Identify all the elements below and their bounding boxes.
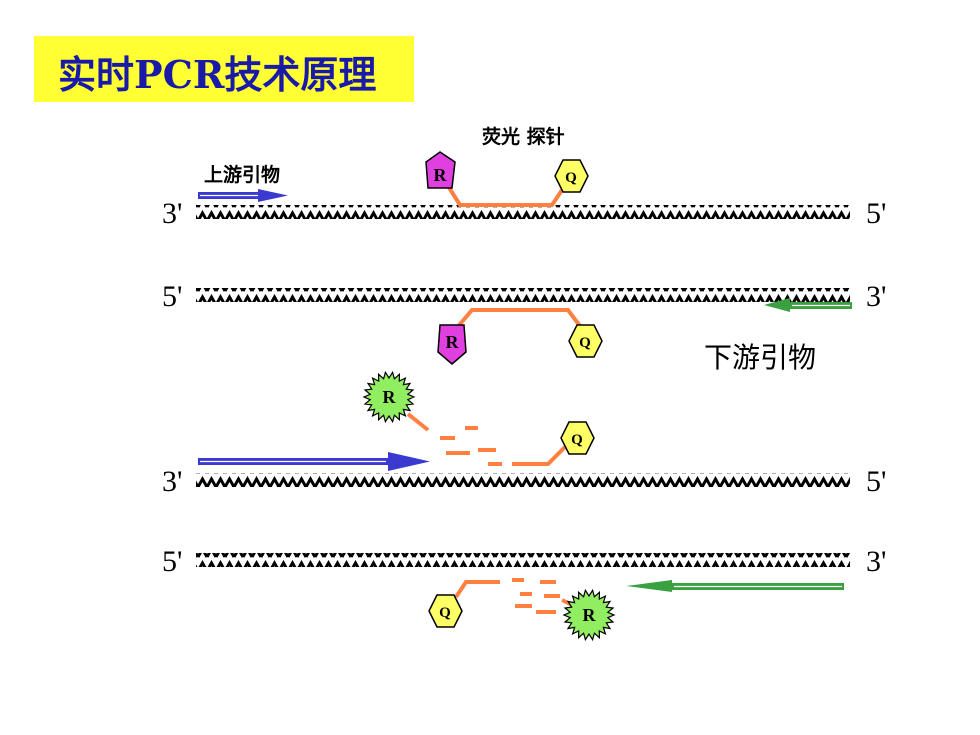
- reporter-letter: R: [434, 165, 448, 185]
- quencher-hexagon-second: Q: [568, 324, 603, 358]
- probe-label: 荧光 探针: [482, 126, 565, 148]
- reporter-released-bottom: R: [562, 588, 616, 642]
- dna-strand-1: [196, 205, 850, 219]
- dna-strand-2: [196, 288, 850, 302]
- strand2-left-end: 5': [162, 280, 183, 313]
- quencher-letter: Q: [565, 170, 577, 186]
- forward-primer-label: 上游引物: [204, 164, 281, 186]
- reporter-pentagon-second: R: [437, 324, 467, 365]
- strand1-right-end: 5': [866, 197, 887, 230]
- probe-bound-top: [441, 176, 572, 207]
- title-banner: 实时PCR技术原理: [34, 36, 414, 102]
- reporter-letter: R: [583, 605, 597, 625]
- probe-bound-second: [453, 308, 585, 332]
- strand2-right-end: 3': [866, 280, 887, 313]
- reverse-primer-arrow-extended: [626, 580, 844, 592]
- page-title: 实时PCR技术原理: [58, 52, 377, 97]
- reporter-released-top: R: [362, 370, 416, 424]
- strand4-right-end: 3': [866, 545, 887, 578]
- forward-primer-arrow-extended: [198, 452, 430, 471]
- strand3-right-end: 5': [866, 465, 887, 498]
- quencher-hexagon-third: Q: [560, 421, 595, 455]
- strand1-left-end: 3': [162, 197, 183, 230]
- quencher-letter: Q: [579, 335, 591, 351]
- dna-strand-3: [196, 473, 850, 487]
- strand3-left-end: 3': [162, 465, 183, 498]
- reverse-primer-arrow-short: [764, 298, 852, 312]
- reporter-letter: R: [446, 332, 460, 352]
- reporter-pentagon-top: R: [425, 151, 456, 189]
- quencher-letter: Q: [439, 605, 451, 621]
- cleaved-probe-fragments-top: [406, 412, 568, 466]
- quencher-hexagon-bottom: Q: [428, 594, 463, 628]
- quencher-hexagon-top: Q: [554, 159, 589, 193]
- reporter-letter: R: [383, 387, 397, 407]
- cleaved-probe-fragments-bottom: [454, 578, 575, 614]
- dna-strand-4: [196, 553, 850, 567]
- quencher-letter: Q: [571, 432, 583, 448]
- forward-primer-arrow-short: [198, 189, 288, 202]
- reverse-primer-label: 下游引物: [704, 341, 817, 374]
- strand4-left-end: 5': [162, 545, 183, 578]
